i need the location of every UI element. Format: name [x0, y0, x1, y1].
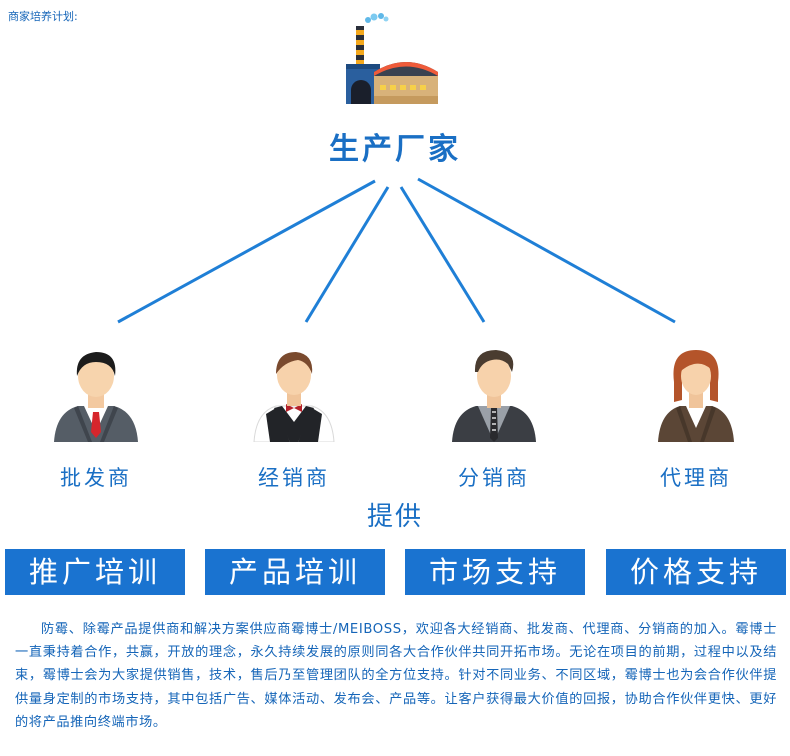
businesswoman-icon	[658, 350, 734, 442]
service-market-support: 市场支持	[405, 549, 585, 595]
role-dealer: 经销商	[234, 342, 354, 492]
waiter-bowtie-icon	[253, 352, 335, 442]
man-vest-tie-icon	[452, 350, 536, 442]
role-label: 批发商	[60, 466, 132, 490]
role-label: 分销商	[458, 466, 530, 490]
role-agent: 代理商	[636, 342, 756, 492]
branch-line-dealer	[304, 186, 390, 323]
branch-line-wholesaler	[117, 179, 376, 324]
role-label: 代理商	[660, 466, 732, 490]
service-product-training: 产品培训	[205, 549, 385, 595]
service-price-support: 价格支持	[606, 549, 786, 595]
branch-line-distributor	[399, 186, 486, 323]
businessman-red-tie-icon	[54, 352, 138, 442]
plan-label: 商家培养计划:	[8, 10, 78, 23]
role-distributor: 分销商	[434, 342, 554, 492]
role-label: 经销商	[258, 466, 330, 490]
branch-line-agent	[417, 177, 676, 324]
manufacturer-title: 生产厂家	[329, 132, 461, 167]
description-paragraph: 防霉、除霉产品提供商和解决方案供应商霉博士/MEIBOSS，欢迎各大经销商、批发…	[15, 622, 777, 730]
role-wholesaler: 批发商	[36, 342, 156, 492]
service-promotion-training: 推广培训	[5, 549, 185, 595]
factory-icon	[346, 13, 438, 104]
provide-label: 提供	[366, 502, 423, 532]
